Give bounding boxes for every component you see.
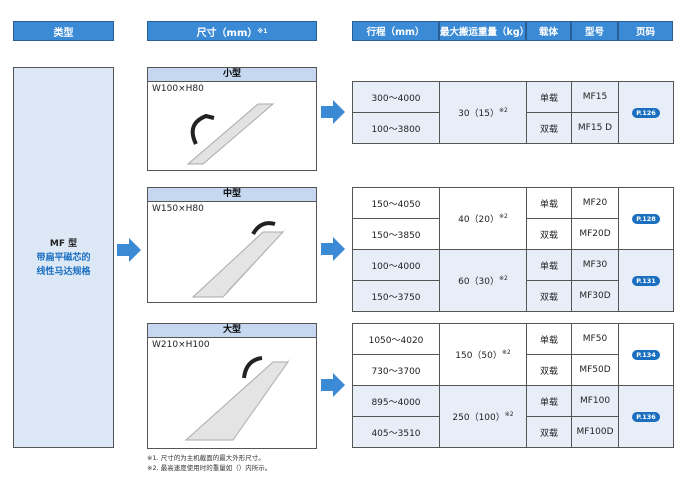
model-cell: MF30D [571,280,619,312]
carrier-cell: 双载 [526,280,572,312]
page-link[interactable]: P.131 [632,275,660,286]
payload-note: ※2 [499,213,508,220]
panel-medium: 中型 W150×H80 [147,187,317,303]
arrow-right-icon [321,100,345,124]
carrier-cell: 单载 [526,187,572,219]
carrier-cell: 单载 [526,385,572,417]
page-cell: P.136 [618,385,674,448]
carrier-cell: 单载 [526,323,572,355]
page-link[interactable]: P.134 [632,349,660,360]
payload-value: 60（30） [458,277,500,287]
type-name: MF 型 [49,238,78,249]
type-box: MF 型 带扁平磁芯的 线性马达规格 [13,67,114,448]
arrow-right-icon [117,238,141,262]
stroke-cell: 150～3750 [352,280,440,312]
footnote-2: ※2. 最高速度使用时的重量如（）内所示。 [147,464,272,472]
stroke-cell: 730～3700 [352,354,440,386]
panel-title: 小型 [148,68,316,82]
stroke-cell: 150～4050 [352,187,440,219]
panel-small: 小型 W100×H80 [147,67,317,171]
stroke-cell: 300～4000 [352,81,440,113]
linear-motor-medium-image [191,221,286,298]
type-desc-2: 线性马达规格 [36,266,91,277]
arrow-right-icon [321,237,345,261]
carrier-cell: 双载 [526,354,572,386]
model-cell: MF15 [571,81,619,113]
linear-motor-small-image [186,100,278,165]
header-model: 型号 [571,21,618,41]
model-cell: MF30 [571,249,619,281]
payload-cell: 150（50）※2 [439,323,527,386]
type-desc-1: 带扁平磁芯的 [36,252,91,263]
model-cell: MF50 [571,323,619,355]
carrier-cell: 双载 [526,218,572,250]
carrier-cell: 双载 [526,416,572,448]
model-cell: MF20D [571,218,619,250]
payload-value: 40（20） [458,215,500,225]
payload-note: ※2 [504,411,514,418]
payload-value: 250（100） [452,413,505,423]
header-type: 类型 [13,21,114,41]
model-cell: MF15 D [571,112,619,144]
header-stroke: 行程（mm） [352,21,439,41]
header-size-label: 尺寸（mm） [196,27,258,39]
payload-cell: 250（100）※2 [439,385,527,448]
page-link[interactable]: P.128 [632,213,660,224]
header-size-note: ※1 [257,27,268,35]
payload-cell: 40（20）※2 [439,187,527,250]
panel-title: 中型 [148,188,316,202]
payload-value: 150（50） [455,351,502,361]
header-carrier: 载体 [526,21,571,41]
model-cell: MF50D [571,354,619,386]
page-cell: P.128 [618,187,674,250]
linear-motor-large-image [184,356,290,441]
payload-cell: 30（15）※2 [439,81,527,144]
page-cell: P.131 [618,249,674,312]
payload-note: ※2 [501,349,511,356]
stroke-cell: 150～3850 [352,218,440,250]
footnote-1: ※1. 尺寸的为主机截面的最大外形尺寸。 [147,454,265,462]
header-page: 页码 [618,21,673,41]
panel-dimension: W150×H80 [152,204,204,214]
carrier-cell: 单载 [526,81,572,113]
stroke-cell: 100～3800 [352,112,440,144]
stroke-cell: 1050～4020 [352,323,440,355]
header-size: 尺寸（mm）※1 [147,21,317,41]
panel-dimension: W210×H100 [152,340,210,350]
page-cell: P.134 [618,323,674,386]
carrier-cell: 双载 [526,112,572,144]
stroke-cell: 100～4000 [352,249,440,281]
page-link[interactable]: P.136 [632,411,660,422]
panel-large: 大型 W210×H100 [147,323,317,449]
model-cell: MF100 [571,385,619,417]
stroke-cell: 405～3510 [352,416,440,448]
payload-note: ※2 [499,107,508,114]
header-payload: 最大搬运重量（kg） [439,21,529,41]
panel-title: 大型 [148,324,316,338]
table-header: 行程（mm） 最大搬运重量（kg） 载体 型号 页码 [352,21,673,41]
panel-dimension: W100×H80 [152,84,204,94]
arrow-right-icon [321,373,345,397]
model-cell: MF100D [571,416,619,448]
payload-note: ※2 [499,275,508,282]
stroke-cell: 895～4000 [352,385,440,417]
page-link[interactable]: P.126 [632,107,660,118]
model-cell: MF20 [571,187,619,219]
carrier-cell: 单载 [526,249,572,281]
payload-cell: 60（30）※2 [439,249,527,312]
payload-value: 30（15） [458,109,500,119]
page-cell: P.126 [618,81,674,144]
